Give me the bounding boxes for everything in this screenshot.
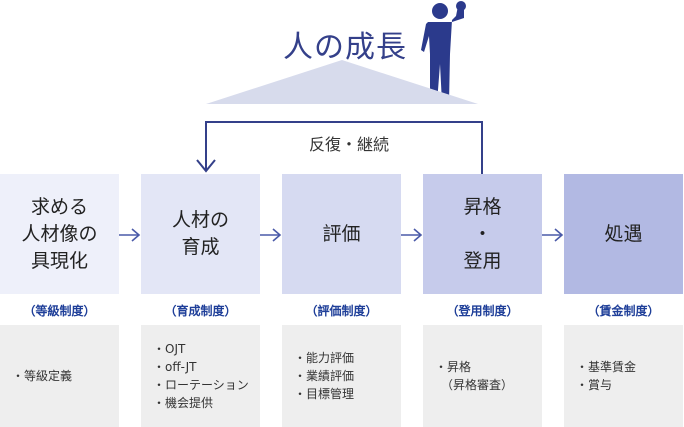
- right-arrow-icon: [260, 228, 282, 242]
- detail-box: ・基準賃金・賞与: [564, 325, 683, 427]
- growth-mountain-shape: [206, 60, 478, 104]
- stage-label: 求める人材像の具現化: [21, 194, 97, 275]
- detail-item: ・業績評価: [294, 369, 355, 383]
- detail-item: ・OJT: [153, 342, 186, 356]
- stage-label-line: 評価: [322, 222, 361, 245]
- right-arrow-icon: [119, 228, 141, 242]
- stage-label: 評価: [322, 221, 360, 248]
- loop-label: 反復・継続: [308, 135, 389, 154]
- stage-label: 人材の育成: [172, 207, 229, 261]
- diagram-title: 人の成長: [283, 30, 407, 65]
- detail-item: ・賞与: [576, 378, 613, 392]
- detail-item: ・目標管理: [294, 387, 355, 401]
- detail-box: ・昇格 （昇格審査）: [423, 325, 542, 427]
- stage-label: 処遇: [604, 221, 642, 248]
- feedback-loop-arrow: [196, 121, 483, 178]
- stage-label-line: 育成: [181, 236, 220, 258]
- stage-box: 人材の育成: [141, 174, 260, 294]
- stage-label-line: 処遇: [604, 222, 643, 245]
- system-label: （育成制度）: [164, 304, 237, 318]
- stage-label: 昇格・登用: [463, 194, 501, 275]
- system-label: （等級制度）: [23, 304, 96, 318]
- detail-item: ・off-JT: [153, 360, 197, 374]
- detail-item: ・能力評価: [294, 351, 355, 365]
- stage-label-line: 具現化: [30, 249, 88, 272]
- stage-label-line: 昇格: [463, 195, 502, 218]
- detail-box: ・能力評価・業績評価・目標管理: [282, 325, 401, 427]
- detail-item: ・機会提供: [153, 396, 214, 410]
- stage-label-line: 人材像の: [21, 222, 98, 245]
- detail-item: ・基準賃金: [576, 360, 637, 374]
- stage-box: 処遇: [564, 174, 683, 294]
- stage-label-line: ・: [472, 222, 492, 245]
- right-arrow-icon: [542, 228, 564, 242]
- detail-box: ・等級定義: [0, 325, 119, 427]
- system-label: （賃金制度）: [587, 304, 660, 318]
- stage-box: 評価: [282, 174, 401, 294]
- stage-box: 昇格・登用: [423, 174, 542, 294]
- detail-item: ・昇格: [435, 360, 472, 374]
- system-label: （評価制度）: [305, 304, 378, 318]
- system-label: （登用制度）: [446, 304, 519, 318]
- stage-label-line: 登用: [463, 249, 502, 272]
- stage-box: 求める人材像の具現化: [0, 174, 119, 294]
- stage-label-line: 求める: [30, 195, 88, 218]
- right-arrow-icon: [401, 228, 423, 242]
- stage-label-line: 人材の: [171, 209, 229, 231]
- detail-item: （昇格審査）: [435, 378, 514, 392]
- detail-item: ・ローテーション: [153, 378, 249, 392]
- detail-box: ・OJT ・off-JT ・ローテーション・機会提供: [141, 325, 260, 427]
- detail-item: ・等級定義: [12, 369, 73, 383]
